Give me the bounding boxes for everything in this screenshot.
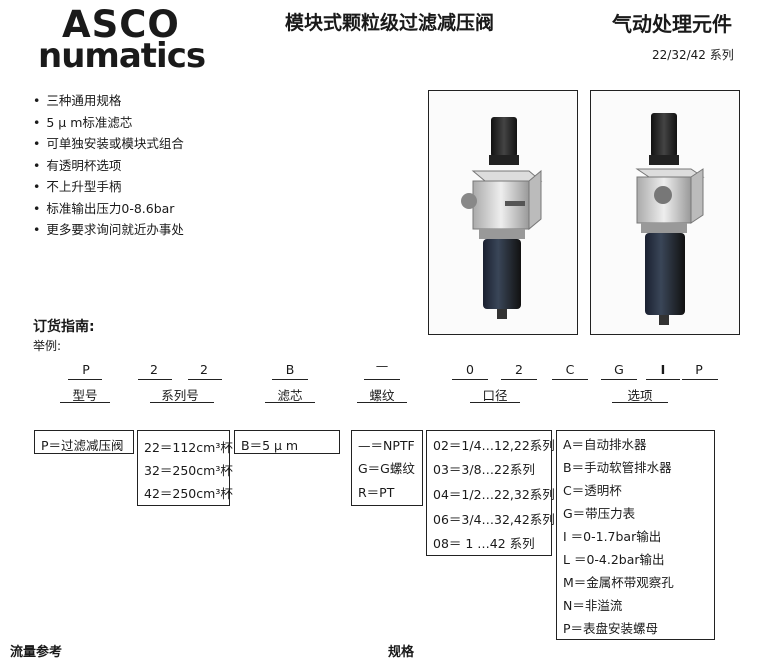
page-title: 模块式颗粒级过滤减压阀 bbox=[285, 12, 495, 34]
group-underline bbox=[150, 402, 214, 404]
product-photo-side bbox=[590, 90, 740, 335]
feature-option: G＝带压力表 bbox=[563, 506, 636, 521]
code-slot-underline bbox=[601, 379, 637, 381]
thread-option: —＝NPTF bbox=[358, 438, 415, 453]
feature-list: 三种通用规格 5 μ m标准滤芯 可单独安装或模块式组合 有透明杯选项 不上升型… bbox=[33, 90, 184, 241]
feature-option: L ＝0-4.2bar输出 bbox=[563, 552, 665, 567]
feature-option: N＝非溢流 bbox=[563, 598, 623, 613]
label-filter: 滤芯 bbox=[277, 388, 303, 403]
group-underline bbox=[60, 402, 110, 404]
type-options-box: P＝过滤减压阀 bbox=[34, 430, 134, 454]
feature-option: A＝自动排水器 bbox=[563, 437, 647, 452]
code-series-1: 2 bbox=[150, 362, 158, 377]
code-slot-underline bbox=[552, 379, 588, 381]
filter-regulator-illustration bbox=[635, 113, 705, 325]
code-slot-underline bbox=[188, 379, 222, 381]
feature-option: B＝手动软管排水器 bbox=[563, 460, 672, 475]
filter-option: B＝5 μ m bbox=[241, 438, 299, 453]
brand-logo-numatics: numatics bbox=[38, 36, 206, 76]
feature-item: 三种通用规格 bbox=[33, 90, 184, 112]
feature-item: 5 μ m标准滤芯 bbox=[33, 112, 184, 134]
code-option-3: I bbox=[660, 362, 666, 377]
code-filter: B bbox=[285, 362, 295, 377]
feature-item: 标准输出压力0-8.6bar bbox=[33, 198, 184, 220]
thread-options-box: —＝NPTF G＝G螺纹 R＝PT bbox=[351, 430, 423, 506]
feature-item: 有透明杯选项 bbox=[33, 155, 184, 177]
thread-option: G＝G螺纹 bbox=[358, 461, 415, 476]
code-port-1: 0 bbox=[466, 362, 474, 377]
feature-item: 更多要求询问就近办事处 bbox=[33, 219, 184, 241]
feature-item: 不上升型手柄 bbox=[33, 176, 184, 198]
feature-option: P＝表盘安装螺母 bbox=[563, 621, 659, 636]
code-slot-underline bbox=[682, 379, 718, 381]
group-underline bbox=[357, 402, 407, 404]
series-options-box: 22＝112cm³杯 32＝250cm³杯 42＝250cm³杯 bbox=[137, 430, 233, 506]
series-option: 42＝250cm³杯 bbox=[144, 486, 233, 501]
feature-options-box: A＝自动排水器 B＝手动软管排水器 C＝透明杯 G＝带压力表 I ＝0-1.7b… bbox=[556, 430, 715, 640]
port-option: 02＝1/4…12,22系列 bbox=[433, 438, 555, 453]
port-option: 06＝3/4…32,42系列 bbox=[433, 512, 555, 527]
label-type: 型号 bbox=[72, 388, 98, 403]
series-label: 22/32/42 系列 bbox=[652, 48, 734, 62]
port-option: 03＝3/8…22系列 bbox=[433, 462, 535, 477]
code-slot-underline bbox=[501, 379, 537, 381]
code-slot-underline bbox=[272, 379, 308, 381]
code-slot-underline bbox=[646, 379, 680, 381]
port-options-box: 02＝1/4…12,22系列 03＝3/8…22系列 04＝1/2…22,32系… bbox=[426, 430, 555, 556]
product-photo-front bbox=[428, 90, 578, 335]
type-option: P＝过滤减压阀 bbox=[41, 438, 124, 453]
series-option: 22＝112cm³杯 bbox=[144, 440, 233, 455]
code-option-2: G bbox=[614, 362, 624, 377]
group-underline bbox=[265, 402, 315, 404]
filter-options-box: B＝5 μ m bbox=[234, 430, 340, 454]
feature-option: M＝金属杯带观察孔 bbox=[563, 575, 674, 590]
feature-option: I ＝0-1.7bar输出 bbox=[563, 529, 662, 544]
label-thread: 螺纹 bbox=[369, 388, 395, 403]
feature-option: C＝透明杯 bbox=[563, 483, 622, 498]
series-option: 32＝250cm³杯 bbox=[144, 463, 233, 478]
code-slot-underline bbox=[68, 379, 102, 381]
brand-logo-asco: ASCO bbox=[62, 3, 180, 46]
label-port: 口径 bbox=[482, 388, 508, 403]
code-series-2: 2 bbox=[200, 362, 208, 377]
code-slot-underline bbox=[364, 379, 400, 381]
ordering-guide-title: 订货指南: bbox=[33, 319, 95, 335]
code-option-4: P bbox=[695, 362, 703, 377]
code-thread: — bbox=[375, 358, 389, 373]
category-title: 气动处理元件 bbox=[612, 12, 732, 36]
group-underline bbox=[470, 402, 520, 404]
thread-option: R＝PT bbox=[358, 485, 395, 500]
code-slot-underline bbox=[138, 379, 172, 381]
code-slot-underline bbox=[452, 379, 488, 381]
feature-item: 可单独安装或模块式组合 bbox=[33, 133, 184, 155]
group-underline bbox=[612, 402, 668, 404]
port-option: 08＝ 1 …42 系列 bbox=[433, 536, 535, 551]
code-type: P bbox=[82, 362, 90, 377]
label-options: 选项 bbox=[627, 388, 653, 403]
code-port-2: 2 bbox=[515, 362, 523, 377]
filter-regulator-illustration bbox=[461, 117, 543, 319]
port-option: 04＝1/2…22,32系列 bbox=[433, 487, 555, 502]
example-label: 举例: bbox=[33, 339, 62, 353]
label-series: 系列号 bbox=[161, 388, 199, 403]
code-option-1: C bbox=[565, 362, 575, 377]
